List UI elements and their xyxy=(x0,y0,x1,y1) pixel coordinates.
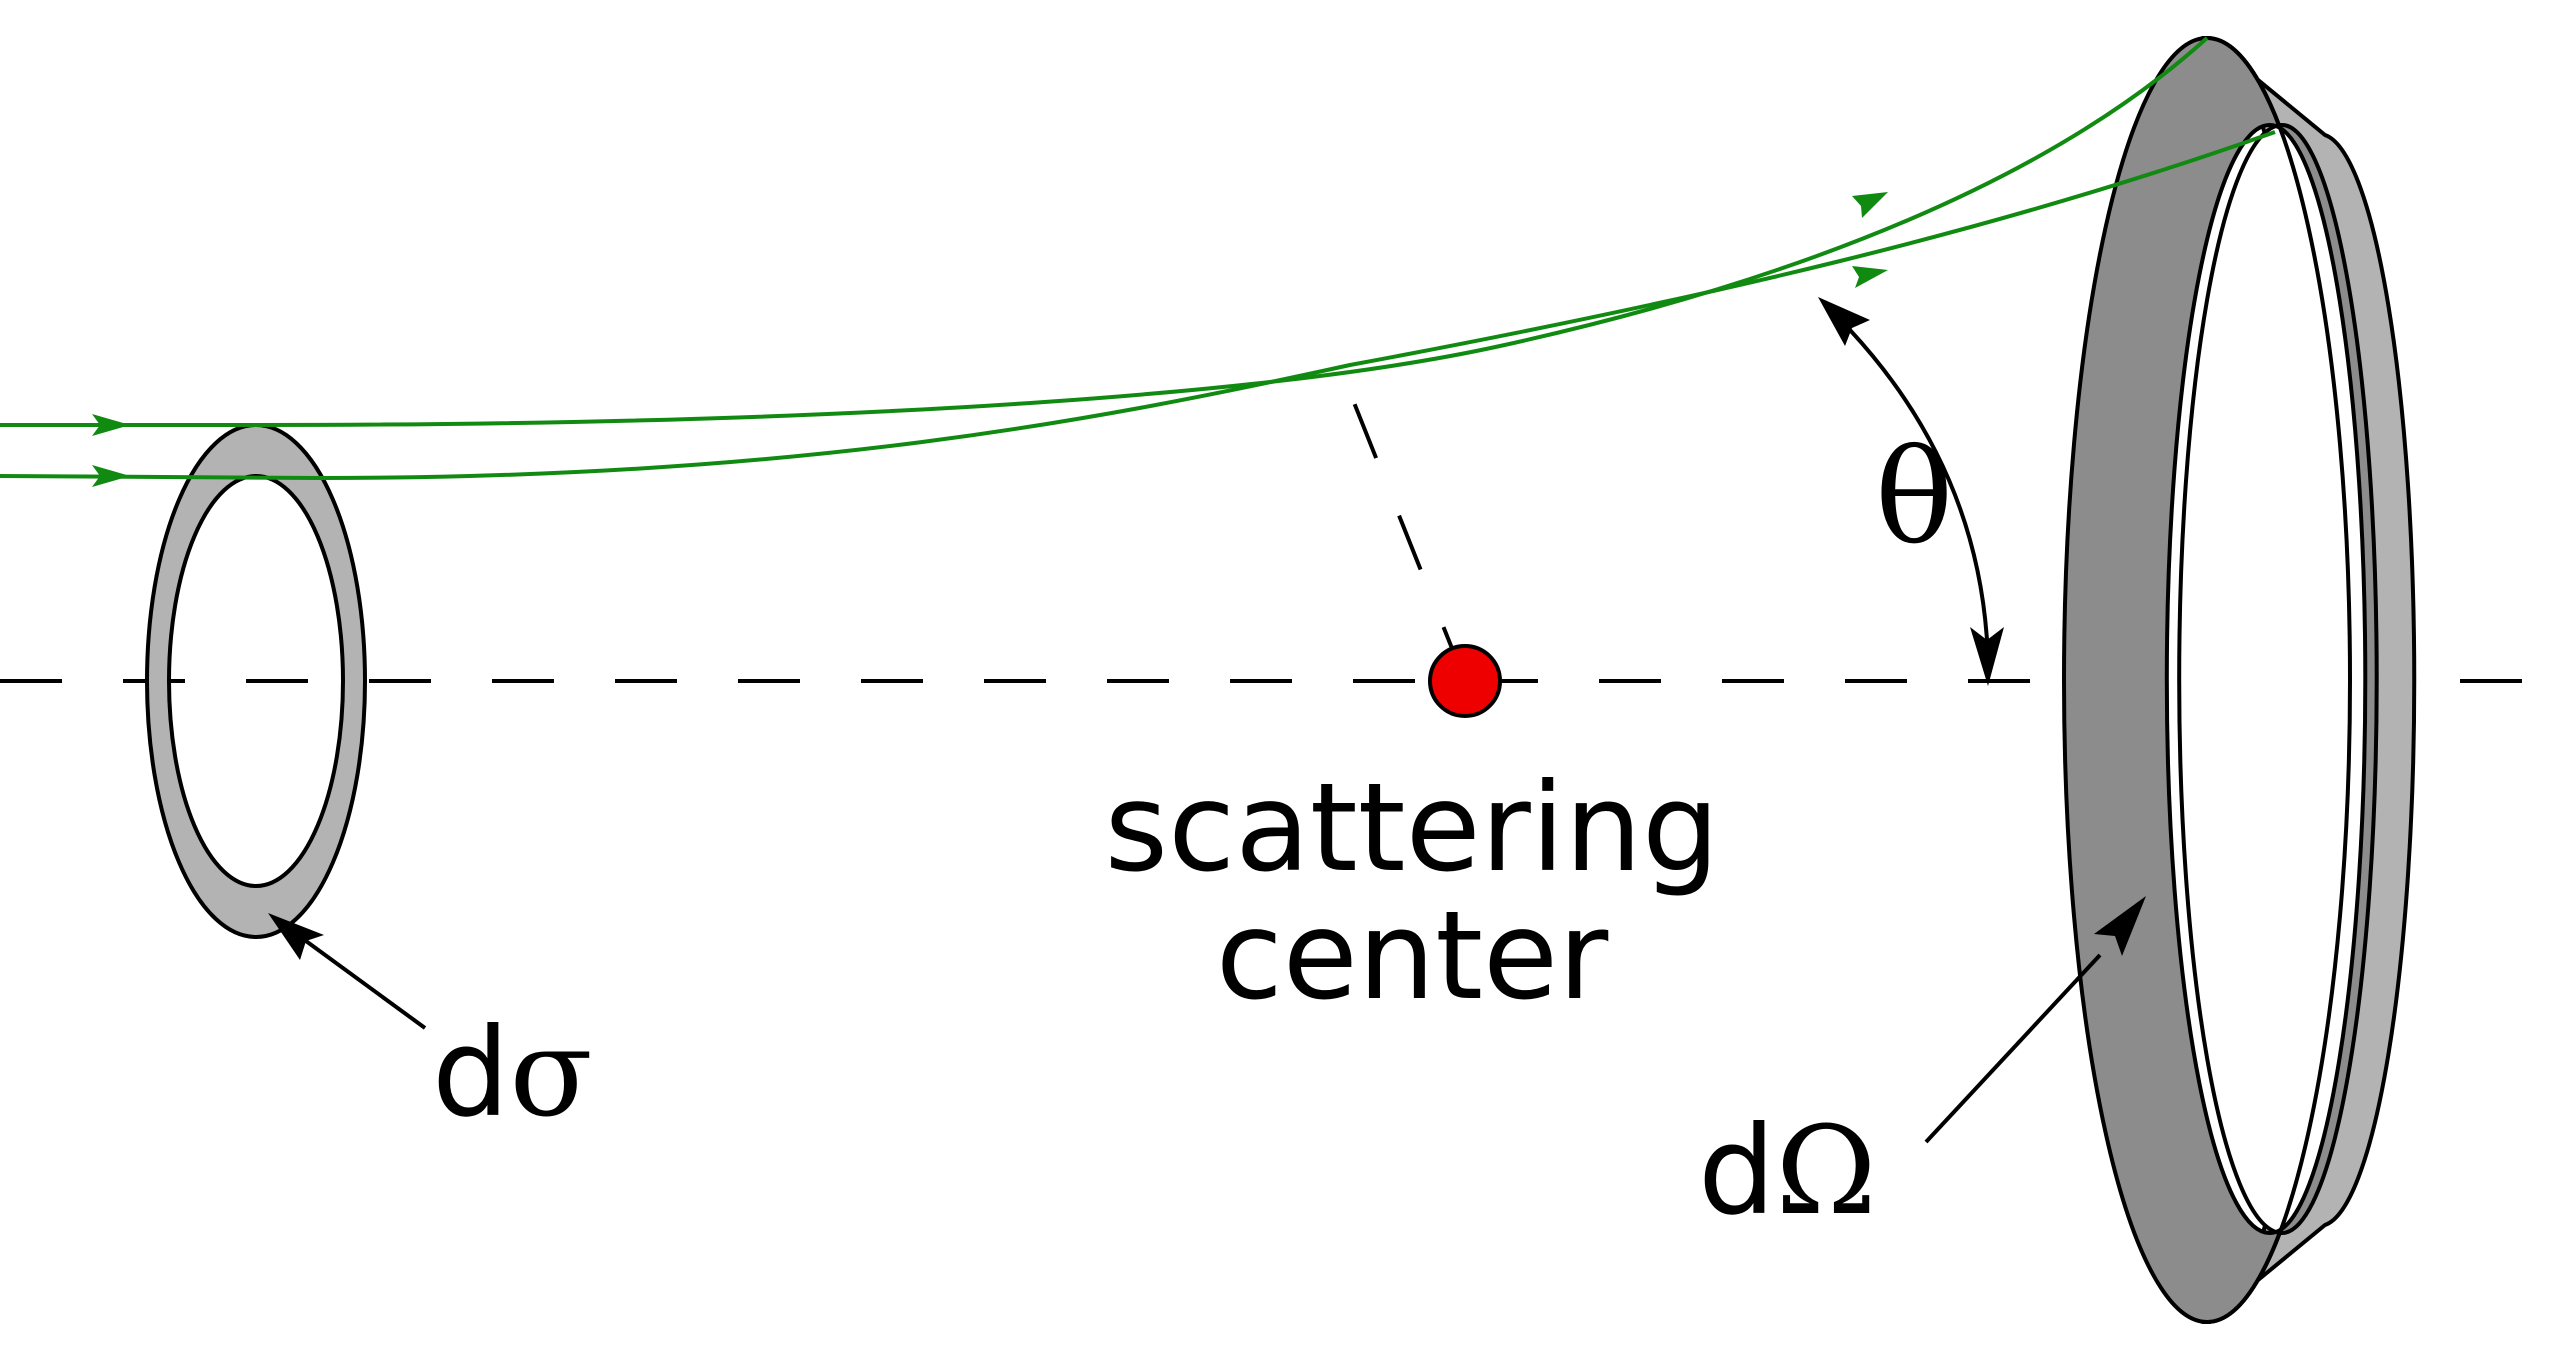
trajectory-arrow-2 xyxy=(92,465,130,487)
trajectory-upper xyxy=(0,36,2209,427)
d-sigma-symbol: σ xyxy=(509,1002,592,1144)
theta-label: θ xyxy=(1875,421,1953,573)
scattering-center-dot xyxy=(1428,644,1502,718)
d-omega-prefix: d xyxy=(1698,1100,1775,1242)
d-sigma-label: dσ xyxy=(432,1002,593,1144)
trajectories xyxy=(0,36,2276,487)
d-omega-pointer xyxy=(1924,896,2146,1144)
d-omega-symbol: Ω xyxy=(1775,1100,1876,1242)
detector-band xyxy=(2062,35,2417,1325)
impact-dashed-line xyxy=(1343,379,1467,682)
trajectory-arrow-3 xyxy=(1852,192,1888,218)
scattering-center-label-line1: scattering xyxy=(1105,757,1720,899)
trajectory-arrow-1 xyxy=(92,414,130,436)
d-sigma-prefix: d xyxy=(432,1002,509,1144)
trajectory-lower xyxy=(0,130,2276,481)
theta-angle-arc xyxy=(1818,297,2004,686)
d-omega-label: dΩ xyxy=(1698,1100,1877,1242)
d-sigma-pointer xyxy=(268,913,427,1030)
impact-ring xyxy=(145,422,367,940)
scattering-center-label-line2: center xyxy=(1216,885,1609,1027)
trajectory-arrow-4 xyxy=(1852,266,1888,288)
